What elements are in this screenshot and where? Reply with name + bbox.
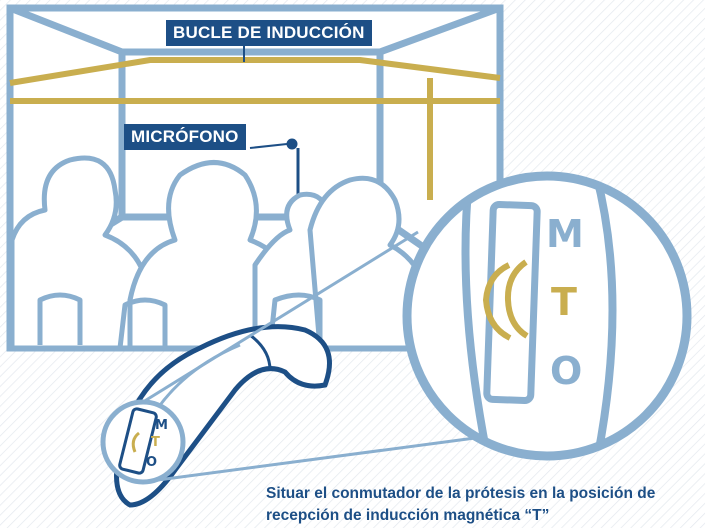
switch-position-m-small: M [155, 418, 168, 433]
induction-loop-label: BUCLE DE INDUCCIÓN [166, 20, 372, 46]
caption-line-1: Situar el conmutador de la prótesis en l… [266, 485, 656, 502]
caption: Situar el conmutador de la prótesis en l… [266, 483, 702, 527]
switch-position-o-small: O [146, 455, 158, 470]
microphone-label: MICRÓFONO [124, 124, 246, 150]
switch-position-o-large: O [550, 349, 583, 393]
caption-line-2: recepción de inducción magnética “T” [266, 507, 550, 524]
zoom-connector [142, 230, 476, 484]
induction-loop [9, 44, 501, 200]
switch-position-t-small: T [151, 435, 160, 450]
magnifier [402, 171, 692, 461]
hearing-aid [100, 324, 332, 508]
audience [9, 155, 433, 351]
switch-position-t-large: T [551, 280, 577, 324]
switch-position-m-large: M [546, 212, 584, 256]
